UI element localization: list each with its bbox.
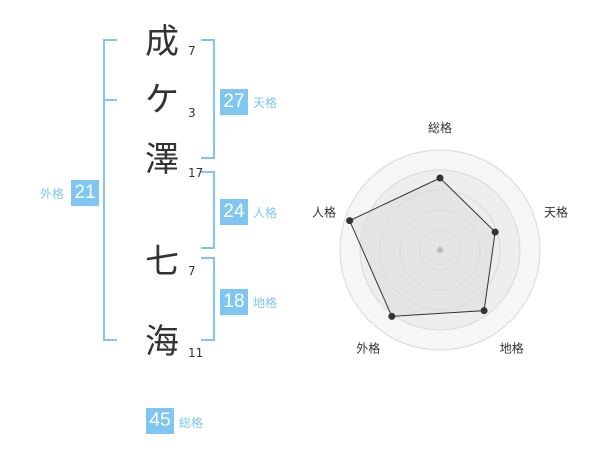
chikaku-bracket — [201, 257, 215, 341]
stroke-count-3: 17 — [188, 166, 204, 180]
soukaku-label: 総格 — [179, 416, 204, 430]
radar-series-polygon — [348, 177, 496, 317]
name-char-4: 七 — [145, 242, 179, 282]
chikaku-value-box: 18 — [220, 289, 248, 315]
jinkaku-value-box: 24 — [220, 199, 248, 225]
stroke-count-4: 7 — [188, 264, 196, 278]
tenkaku-value-box: 27 — [220, 89, 248, 115]
radar-axis-label: 外格 — [356, 341, 380, 356]
name-char-2: ケ — [145, 80, 179, 120]
stroke-count-2: 3 — [188, 106, 196, 120]
name-char-1: 成 — [145, 22, 179, 62]
gaikaku-value-box: 21 — [71, 180, 99, 206]
tenkaku-label: 天格 — [253, 96, 278, 110]
radar-point-1 — [436, 174, 444, 182]
chikaku-label: 地格 — [253, 296, 278, 310]
radar-point-3 — [480, 307, 488, 315]
tenkaku-bracket — [201, 39, 215, 159]
radar-center-dot — [437, 247, 443, 253]
stroke-count-5: 11 — [188, 346, 204, 360]
jinkaku-label: 人格 — [253, 206, 278, 220]
name-char-5: 海 — [145, 322, 179, 362]
gaikaku-label: 外格 — [40, 187, 65, 201]
radar-point-4 — [388, 312, 396, 320]
stroke-count-1: 7 — [188, 44, 196, 58]
jinkaku-bracket — [201, 171, 215, 249]
radar-axis-label: 地格 — [500, 341, 524, 356]
radar-axis-label: 人格 — [312, 204, 336, 219]
radar-point-2 — [491, 228, 499, 236]
gaikaku-bracket — [103, 39, 117, 341]
radar-axis-label: 総格 — [428, 120, 452, 135]
soukaku-value-box: 45 — [146, 408, 174, 434]
radar-point-5 — [346, 217, 354, 225]
name-char-3: 澤 — [145, 140, 179, 180]
radar-axis-label: 天格 — [544, 204, 568, 219]
